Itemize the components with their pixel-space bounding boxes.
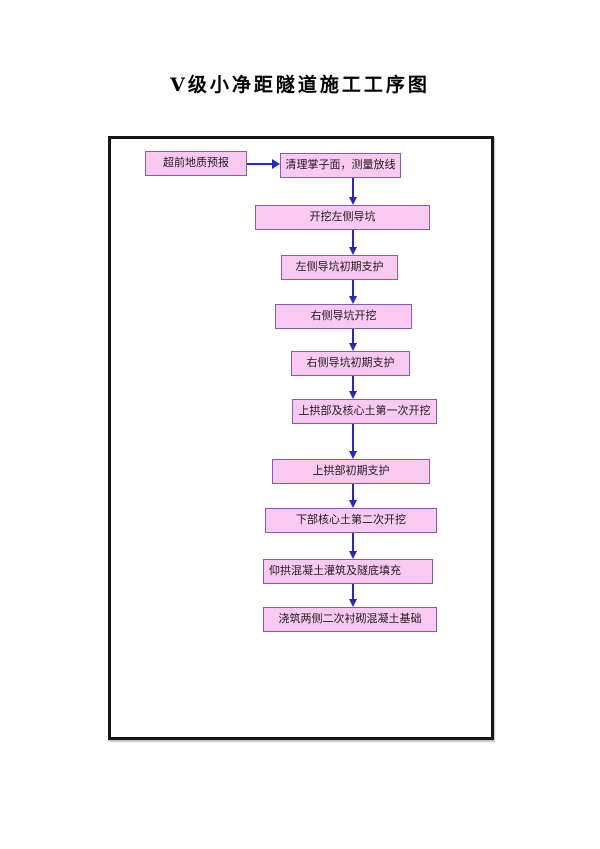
arrowhead-down-icon	[349, 343, 357, 351]
flow-node-advance-geological-forecast: 超前地质预报	[145, 151, 247, 176]
flowchart-frame	[108, 136, 494, 740]
flow-node-clean-face-survey-layout: 清理掌子面，测量放线	[280, 153, 401, 178]
flow-node-upper-arch-initial-support: 上拱部初期支护	[272, 459, 430, 484]
arrow-line-cleanface-to-leftexcavate	[352, 178, 354, 198]
flow-node-right-pilot-initial-support: 右侧导坑初期支护	[291, 351, 410, 376]
page-title: Ⅴ级小净距隧道施工工序图	[170, 75, 430, 96]
arrowhead-down-icon	[349, 247, 357, 255]
arrowhead-down-icon	[349, 500, 357, 508]
arrowhead-down-icon	[349, 296, 357, 304]
arrow-line-uppersupport-to-lowersecond	[352, 484, 354, 501]
flow-node-excavate-left-pilot-tunnel: 开挖左侧导坑	[255, 205, 430, 230]
arrow-line-rightexcavate-to-rightsupport	[352, 329, 354, 344]
flow-node-invert-concrete-pour-fill: 仰拱混凝土灌筑及隧底填充	[263, 559, 433, 584]
arrow-line-forecast-to-cleanface	[247, 163, 272, 165]
flow-node-upper-arch-core-first-excavation: 上拱部及核心土第一次开挖	[292, 399, 437, 424]
arrowhead-down-icon	[349, 551, 357, 559]
flow-node-side-second-lining-foundation: 浇筑两侧二次衬砌混凝土基础	[263, 607, 437, 632]
arrowhead-down-icon	[349, 599, 357, 607]
arrowhead-down-icon	[349, 451, 357, 459]
flow-node-lower-core-second-excavation: 下部核心土第二次开挖	[265, 508, 437, 533]
flow-node-left-pilot-initial-support: 左侧导坑初期支护	[281, 255, 398, 280]
arrow-line-invert-to-lining	[352, 584, 354, 600]
arrowhead-right-icon	[272, 159, 280, 169]
arrow-line-rightsupport-to-upperfirst	[352, 376, 354, 392]
flow-node-right-pilot-excavation: 右侧导坑开挖	[275, 304, 412, 329]
arrow-line-upperfirst-to-uppersupport	[352, 424, 354, 452]
arrowhead-down-icon	[349, 197, 357, 205]
arrowhead-down-icon	[349, 391, 357, 399]
arrow-line-lowersecond-to-invert	[352, 533, 354, 552]
arrow-line-leftsupport-to-rightexcavate	[352, 280, 354, 297]
arrow-line-leftexcavate-to-leftsupport	[352, 230, 354, 248]
